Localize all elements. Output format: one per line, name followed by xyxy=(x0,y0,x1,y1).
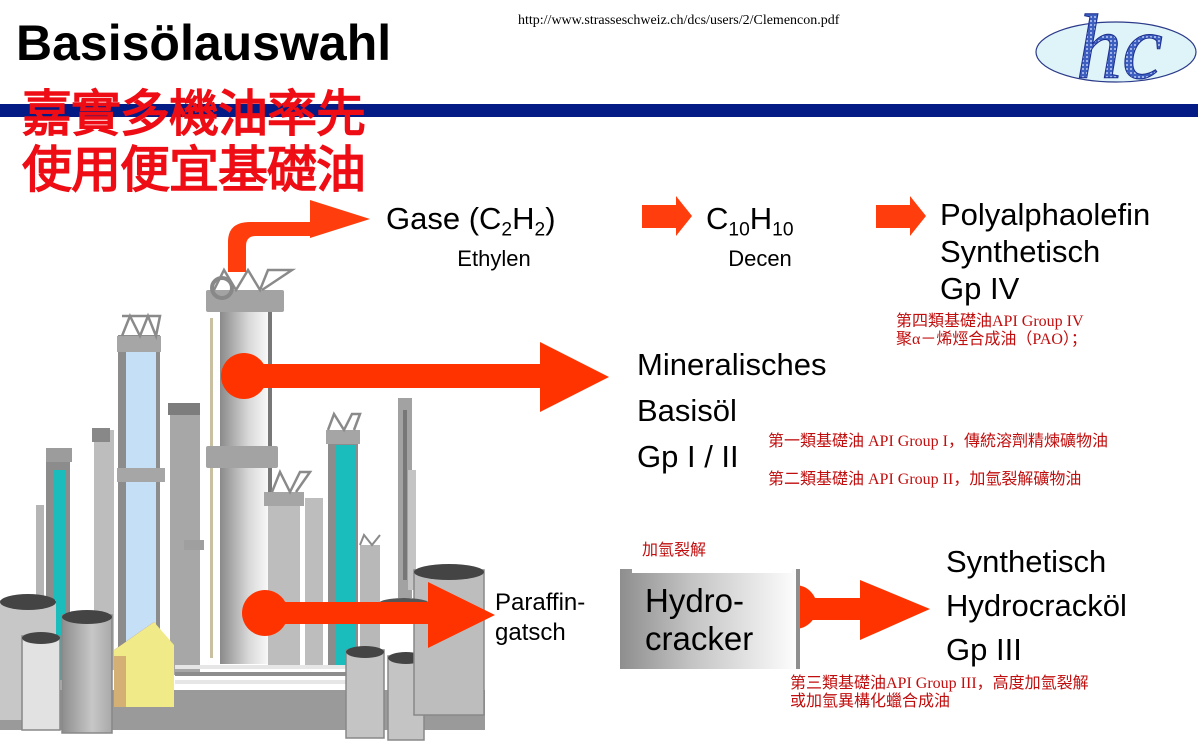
hydrocracker-box xyxy=(620,569,800,669)
paraffin-label: Paraffin- gatsch xyxy=(495,588,585,648)
mineral-label: Mineralisches Basisöl Gp I / II xyxy=(637,342,827,480)
hydrocracker-line-1: Hydro- xyxy=(645,582,745,619)
gas-sub-2: 2 xyxy=(534,219,546,241)
gas-formula-prefix: Gase (C xyxy=(386,201,502,236)
decen-sub-1: 10 xyxy=(728,219,750,241)
gas-sub-1: 2 xyxy=(501,219,513,241)
mineral-note-1: 第一類基礎油 API Group I，傳統溶劑精煉礦物油 xyxy=(768,433,1108,450)
mineral-line-1: Mineralisches xyxy=(637,347,827,382)
gas-formula: Gase (C2H2) xyxy=(386,200,556,249)
gp3-label: Synthetisch Hydrocracköl Gp III xyxy=(946,540,1127,672)
hydrocracker-label: Hydro- cracker xyxy=(645,582,753,658)
gp3-note-line-2: 或加氫異構化蠟合成油 xyxy=(790,693,951,710)
gas-formula-mid: H xyxy=(512,201,535,236)
hydrocracker-box-top xyxy=(632,569,792,573)
hydrocracker-note: 加氫裂解 xyxy=(642,542,707,559)
hc-logo-icon: hc xyxy=(1035,0,1197,92)
gp3-line-1: Synthetisch xyxy=(946,544,1107,579)
mineral-line-3: Gp I / II xyxy=(637,439,739,474)
page-title: Basisölauswahl xyxy=(16,15,392,71)
pao-note-line-2: 聚α－烯烴合成油（PAO）； xyxy=(896,331,1087,348)
decen-sub-2: 10 xyxy=(772,219,794,241)
refinery-illustration xyxy=(0,267,485,741)
gas-formula-suffix: ) xyxy=(545,201,556,236)
hydrocracker-box-border xyxy=(796,569,800,669)
source-url: http://www.strasseschweiz.ch/dcs/users/2… xyxy=(518,13,840,28)
gp3-note-line-1: 第三類基礎油API Group III，高度加氫裂解 xyxy=(790,675,1089,692)
pao-line-1: Polyalphaolefin xyxy=(940,197,1151,232)
gas-name: Ethylen xyxy=(457,246,531,271)
arrow-to-decen xyxy=(642,196,692,236)
hydrocracker-line-2: cracker xyxy=(645,620,754,657)
mineral-note-2: 第二類基礎油 API Group II，加氫裂解礦物油 xyxy=(768,471,1082,488)
zh-headline-line-1: 嘉實多機油率先 xyxy=(22,85,366,143)
mineral-line-2: Basisöl xyxy=(637,393,737,428)
gp3-line-3: Gp III xyxy=(946,632,1022,667)
gp3-line-2: Hydrocracköl xyxy=(946,588,1127,623)
zh-headline-line-2: 使用便宜基礎油 xyxy=(22,141,366,199)
pao-note: 第四類基礎油API Group IV 聚α－烯烴合成油（PAO）； xyxy=(896,313,1087,349)
decen-name: Decen xyxy=(728,246,792,271)
paraffin-line-1: Paraffin- xyxy=(495,589,586,616)
pao-line-3: Gp IV xyxy=(940,271,1020,306)
pao-note-line-1: 第四類基礎油API Group IV xyxy=(896,313,1084,330)
gp3-note: 第三類基礎油API Group III，高度加氫裂解 或加氫異構化蠟合成油 xyxy=(790,675,1089,711)
decen-h: H xyxy=(749,201,773,236)
logo-text: hc xyxy=(1076,0,1163,92)
pao-label: Polyalphaolefin Synthetisch Gp IV xyxy=(940,196,1150,307)
decen-c: C xyxy=(706,201,729,236)
arrow-to-pao xyxy=(876,196,926,236)
paraffin-line-2: gatsch xyxy=(495,619,566,646)
pao-line-2: Synthetisch xyxy=(940,234,1101,269)
header-divider-bar xyxy=(0,104,1198,117)
decen-formula: C10H10 xyxy=(706,200,794,249)
